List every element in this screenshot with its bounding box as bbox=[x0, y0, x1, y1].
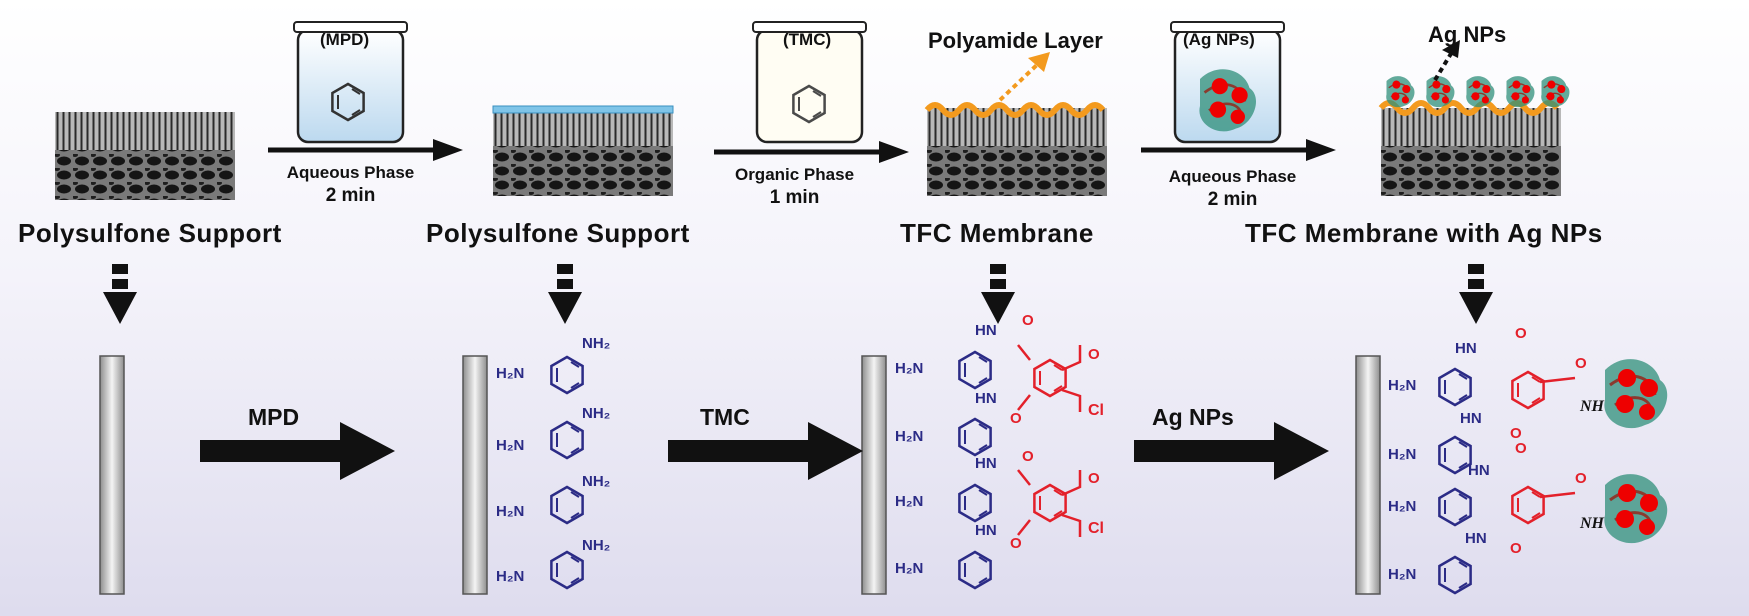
membrane-tfc-ag bbox=[1378, 100, 1561, 196]
bottom-arrow-label-agnps: Ag NPs bbox=[1152, 404, 1234, 430]
ag-hn-4: HN bbox=[1465, 530, 1487, 547]
bottom-arrow-label-mpd: MPD bbox=[248, 404, 300, 430]
label-ag-nps-callout: Ag NPs bbox=[1428, 22, 1507, 47]
label-polyamide-layer: Polyamide Layer bbox=[928, 28, 1103, 53]
tfc-chemistry bbox=[958, 344, 1082, 590]
tfc-h2n-4: H₂N bbox=[895, 560, 924, 577]
ag-o-6: O bbox=[1510, 540, 1522, 557]
mpd-nh2-2: NH₂ bbox=[582, 405, 611, 422]
down-arrow-4 bbox=[1459, 264, 1493, 324]
membrane-support-2 bbox=[492, 105, 674, 196]
ag-hn-1: HN bbox=[1455, 340, 1477, 357]
tfc-hn-4: HN bbox=[975, 522, 997, 539]
ag-np-cluster-row bbox=[1385, 75, 1571, 108]
tfc-hn-3: HN bbox=[975, 455, 997, 472]
mpd-h2n-1: H₂N bbox=[496, 365, 525, 382]
ag-h2n-3: H₂N bbox=[1388, 498, 1417, 515]
plate-1 bbox=[99, 355, 125, 595]
tfc-o-1: O bbox=[1022, 312, 1034, 329]
mpd-nh2-1: NH₂ bbox=[582, 335, 611, 352]
beaker-agnps bbox=[1170, 21, 1285, 144]
label-tfc-membrane: TFC Membrane bbox=[900, 218, 1094, 248]
ag-callout-arrow bbox=[1433, 40, 1460, 82]
beaker-label-tmc: (TMC) bbox=[783, 30, 832, 49]
plate-4 bbox=[1355, 355, 1381, 595]
ag-o-1: O bbox=[1515, 325, 1527, 342]
beaker-label-agnps: (Ag NPs) bbox=[1183, 30, 1255, 49]
tfc-h2n-1: H₂N bbox=[895, 360, 924, 377]
down-arrow-1 bbox=[103, 264, 137, 324]
polyamide-callout-arrow bbox=[998, 52, 1050, 102]
tfc-h2n-2: H₂N bbox=[895, 428, 924, 445]
ag-h2n-4: H₂N bbox=[1388, 566, 1417, 583]
ag-nh-2: NH bbox=[1580, 515, 1604, 532]
ag-hn-2: HN bbox=[1460, 410, 1482, 427]
tfc-hn-2: HN bbox=[975, 390, 997, 407]
ag-protein-2 bbox=[1602, 472, 1669, 545]
label-polysulfone-support-2: Polysulfone Support bbox=[426, 218, 690, 248]
tfc-ag-chemistry bbox=[1438, 357, 1669, 595]
step3-phase: Aqueous Phase bbox=[1168, 167, 1297, 186]
tfc-hn-1: HN bbox=[975, 322, 997, 339]
label-polysulfone-support-1: Polysulfone Support bbox=[18, 218, 282, 248]
tfc-cl-1: Cl bbox=[1088, 402, 1104, 419]
step2-phase: Organic Phase bbox=[734, 165, 855, 184]
tfc-o-6: O bbox=[1010, 535, 1022, 552]
label-tfc-membrane-ag: TFC Membrane with Ag NPs bbox=[1245, 218, 1603, 248]
ag-o-2: O bbox=[1575, 355, 1587, 372]
beaker-mpd bbox=[293, 21, 408, 144]
plate-3 bbox=[861, 355, 887, 595]
mpd-stack bbox=[550, 355, 584, 590]
tfc-cl-2: Cl bbox=[1088, 520, 1104, 537]
membrane-tfc bbox=[924, 102, 1107, 196]
ag-h2n-1: H₂N bbox=[1388, 377, 1417, 394]
mpd-h2n-4: H₂N bbox=[496, 568, 525, 585]
down-arrow-2 bbox=[548, 264, 582, 324]
membrane-support-1 bbox=[55, 112, 235, 200]
tfc-h2n-3: H₂N bbox=[895, 493, 924, 510]
step-arrow-2 bbox=[714, 141, 909, 163]
ag-nh-1: NH bbox=[1580, 398, 1604, 415]
ag-hn-3: HN bbox=[1468, 462, 1490, 479]
ag-o-4: O bbox=[1515, 440, 1527, 457]
step1-time: 2 min bbox=[325, 185, 376, 206]
ag-o-3: O bbox=[1510, 425, 1522, 442]
beaker-tmc bbox=[752, 21, 867, 144]
tfc-o-5: O bbox=[1088, 470, 1100, 487]
plate-2 bbox=[462, 355, 488, 595]
bottom-arrow-label-tmc: TMC bbox=[700, 404, 750, 430]
mpd-nh2-3: NH₂ bbox=[582, 473, 611, 490]
step3-time: 2 min bbox=[1207, 189, 1258, 210]
step1-phase: Aqueous Phase bbox=[286, 163, 415, 182]
mpd-nh2-4: NH₂ bbox=[582, 537, 611, 554]
beaker-label-mpd: (MPD) bbox=[320, 30, 370, 49]
tfc-o-2: O bbox=[1088, 346, 1100, 363]
mpd-h2n-2: H₂N bbox=[496, 437, 525, 454]
tfc-o-3: O bbox=[1010, 410, 1022, 427]
down-arrow-3 bbox=[981, 264, 1015, 324]
ag-protein-1 bbox=[1602, 357, 1669, 430]
mpd-h2n-3: H₂N bbox=[496, 503, 525, 520]
step2-time: 1 min bbox=[769, 187, 820, 208]
ag-o-5: O bbox=[1575, 470, 1587, 487]
ag-h2n-2: H₂N bbox=[1388, 446, 1417, 463]
tfc-o-4: O bbox=[1022, 448, 1034, 465]
big-arrow-2 bbox=[668, 422, 863, 480]
